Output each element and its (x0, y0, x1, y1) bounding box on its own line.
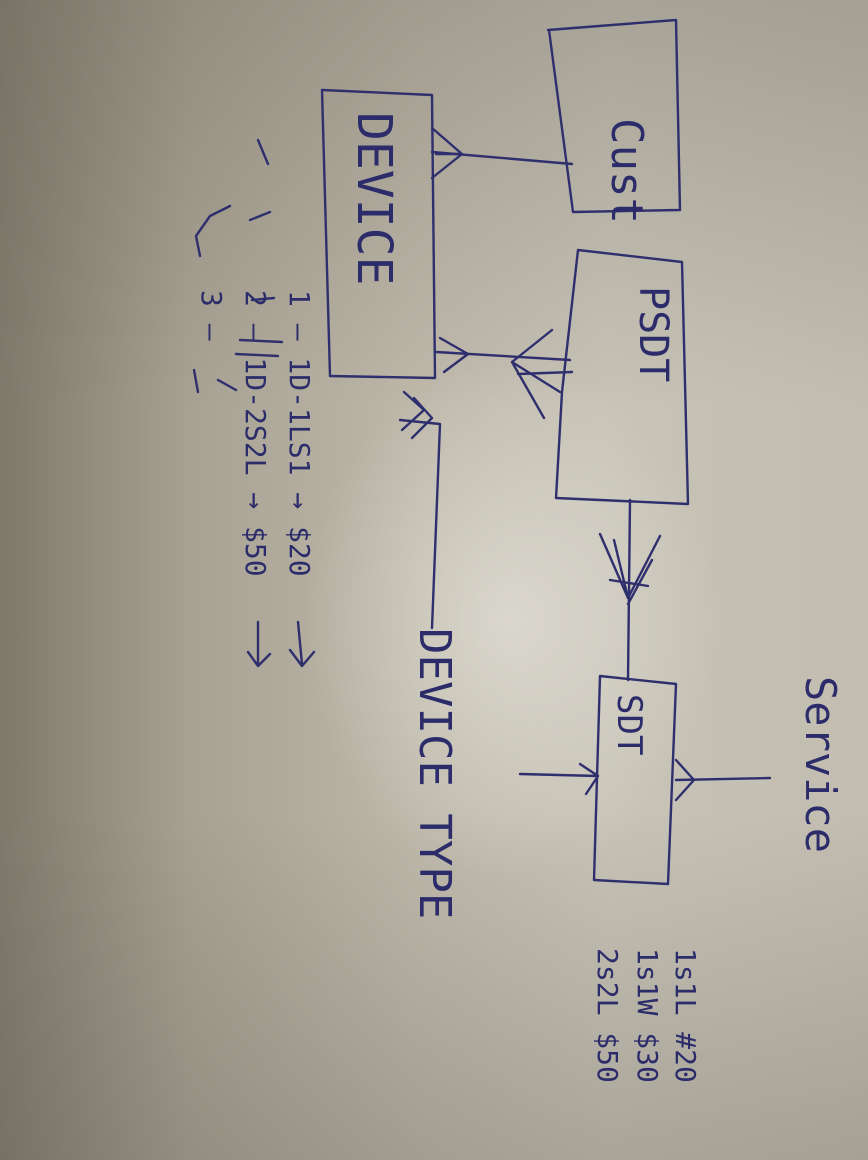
device-type-note-3: 3 — (195, 290, 228, 341)
service-price-1: 1s1L #20 (669, 948, 702, 1083)
device-type-note-1: 1 — 1D-1LS1 → $20 (283, 290, 316, 577)
sdt-service-line (674, 776, 772, 782)
service-price-2: 1s1W $30 (631, 948, 664, 1083)
cust-entity-box (546, 18, 682, 214)
device-type-note-2: 2 — 1D-2S2L → $50 (239, 290, 272, 577)
sdt-entity-box (592, 674, 678, 886)
cust-device-crowfoot (430, 126, 464, 180)
device-devicetype-crowfoot (400, 390, 434, 440)
device-psdt-crowfoot-psdt (510, 328, 574, 420)
note-arrow-1 (288, 620, 316, 668)
psdt-label: PSDT (630, 286, 676, 382)
note-arrow-2 (246, 620, 272, 668)
cust-label: Cust (601, 118, 652, 224)
sdt-bottom-line (518, 762, 600, 796)
service-label: Service (796, 676, 845, 853)
device-devicetype-line (398, 418, 442, 630)
note-id-lines (192, 138, 284, 394)
psdt-entity-box (554, 248, 690, 506)
device-type-label: DEVICE TYPE (409, 628, 460, 919)
device-psdt-crowfoot-device (438, 336, 470, 374)
service-price-3: 2s2L $50 (591, 948, 624, 1083)
psdt-sdt-crowfoot (598, 532, 662, 606)
device-entity-box (320, 88, 437, 380)
sdt-service-crowfoot (674, 758, 696, 802)
sdt-label: SDT (609, 694, 649, 755)
device-label: DEVICE (346, 112, 402, 285)
device-psdt-line (434, 350, 572, 362)
psdt-sdt-line (626, 498, 632, 682)
paper-light-spot (300, 360, 720, 880)
